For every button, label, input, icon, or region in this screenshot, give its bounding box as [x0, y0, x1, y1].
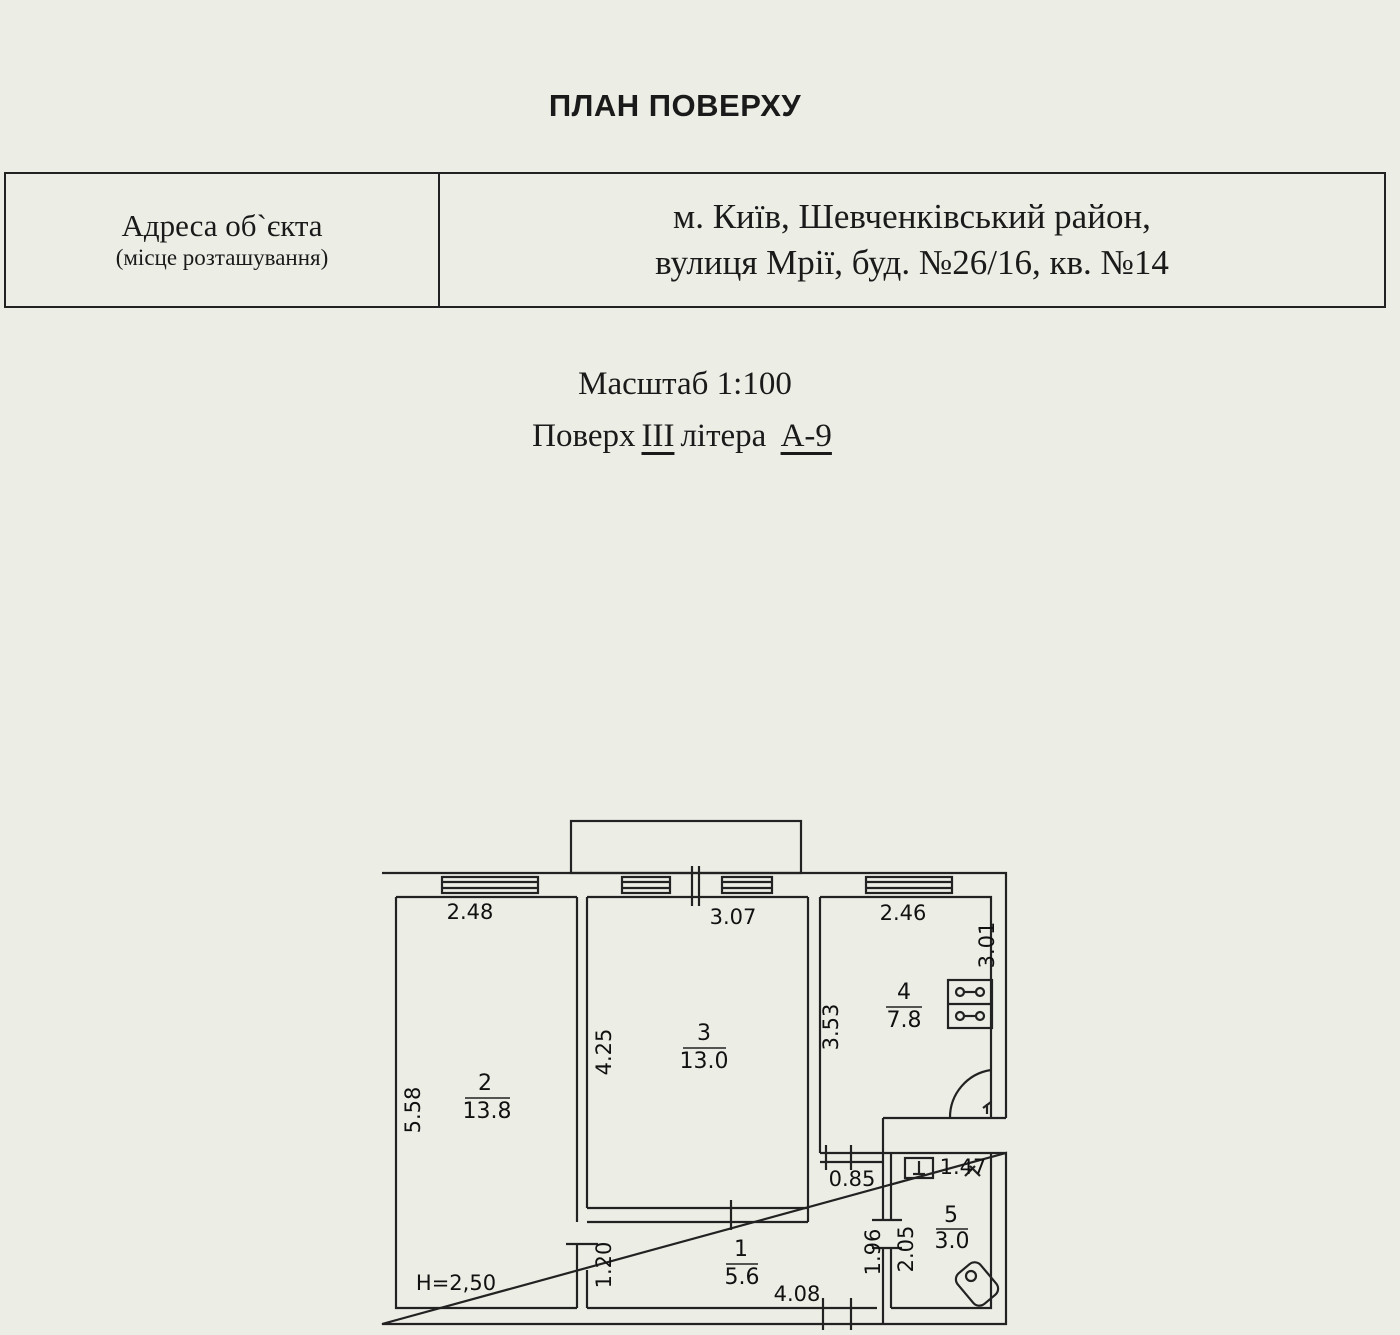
partition-3-4 [806, 897, 822, 1222]
inner-wall-line [394, 897, 993, 1310]
dim-bath-depth: 2.05 [894, 1226, 918, 1273]
outer-wall [381, 871, 1008, 1326]
room-3-area: 13.0 [680, 1049, 729, 1074]
dim-room2-width: 2.48 [447, 900, 494, 924]
room-3-number: 3 [697, 1021, 711, 1046]
floor-value: III [641, 418, 675, 454]
address-sublabel: (місце розташування) [115, 245, 329, 270]
dim-room3-width: 3.07 [710, 905, 757, 929]
window-room4 [864, 875, 954, 895]
address-value-cell: м. Київ, Шевченківський район, вулиця Мр… [440, 174, 1384, 306]
kitchen-door-swing [948, 1068, 992, 1119]
document-title: ПЛАН ПОВЕРХУ [548, 88, 802, 123]
room-5-area: 3.0 [935, 1229, 970, 1254]
dim-room3-depth: 4.25 [592, 1029, 616, 1076]
room-2-area: 13.8 [463, 1099, 512, 1124]
partition-2-3 [575, 897, 589, 1222]
room-1-area: 5.6 [725, 1265, 760, 1290]
balcony [569, 819, 803, 875]
dim-room2-depth: 5.58 [401, 1087, 425, 1134]
room-2-number: 2 [478, 1071, 492, 1096]
address-line-2: вулиця Мрії, буд. №26/16, кв. №14 [655, 243, 1169, 282]
partition-2-1 [575, 1244, 589, 1308]
inner-wall-top [396, 895, 993, 1118]
ceiling-height-label: H=2,50 [416, 1271, 496, 1295]
stove-icon [946, 978, 994, 1030]
address-line-1: м. Київ, Шевченківський район, [673, 197, 1151, 236]
room-5-number: 5 [944, 1203, 958, 1228]
address-label: Адреса об`єкта [121, 208, 323, 243]
window-room2 [440, 875, 540, 895]
dim-bath-width: 1.47 [940, 1155, 987, 1179]
toilet-icon [903, 1156, 935, 1180]
vent-mark [964, 1165, 981, 1177]
room-4-number: 4 [897, 980, 911, 1005]
room-1-number: 1 [734, 1237, 748, 1262]
letter-prefix: літера [680, 418, 767, 454]
dim-room4-depth: 3.01 [975, 922, 999, 969]
dim-passage: 0.85 [829, 1167, 876, 1191]
dim-room3-side: 3.53 [819, 1004, 843, 1051]
scale-text: Масштаб 1:100 [578, 366, 792, 402]
dim-corridor-width: 1.20 [592, 1242, 616, 1289]
window-room3-left [620, 875, 672, 895]
partition-3-1 [587, 1206, 808, 1224]
dim-bath-opening: 1.96 [861, 1229, 885, 1276]
window-room3-right [720, 875, 774, 895]
address-label-cell: Адреса об`єкта (місце розташування) [6, 174, 440, 306]
letter-value: А-9 [780, 418, 832, 454]
address-table: Адреса об`єкта (місце розташування) м. К… [4, 172, 1386, 308]
dim-corridor-length: 4.08 [774, 1282, 821, 1306]
dim-room4-width: 2.46 [880, 901, 927, 925]
floor-prefix: Поверх [532, 418, 636, 454]
bathroom-wall [881, 1116, 1006, 1324]
washbasin-icon [954, 1261, 1000, 1307]
room-4-area: 7.8 [887, 1008, 922, 1033]
